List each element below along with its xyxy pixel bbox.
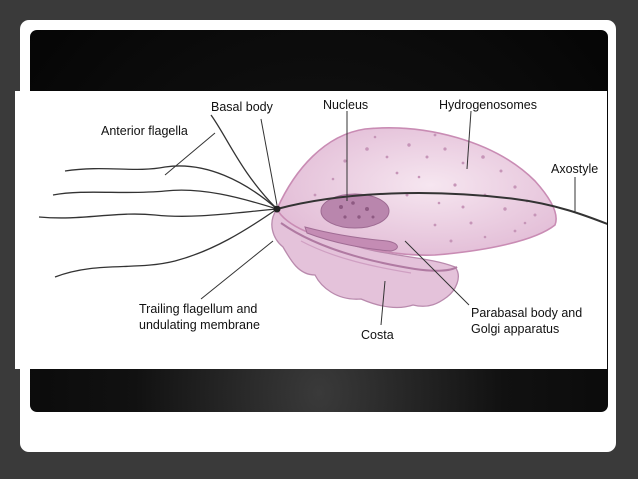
trichomonas-diagram: Basal body Nucleus Hydrogenosomes Anteri… bbox=[15, 91, 607, 369]
leader-lines bbox=[164, 110, 576, 326]
label-costa: Costa bbox=[361, 328, 394, 342]
basal-body bbox=[273, 205, 281, 213]
trailing-flagellum bbox=[54, 208, 278, 278]
label-basal-body: Basal body bbox=[211, 100, 274, 114]
label-parabasal-line1: Parabasal body and bbox=[471, 306, 582, 320]
label-axostyle: Axostyle bbox=[551, 162, 598, 176]
anterior-flagella bbox=[38, 114, 278, 219]
label-nucleus: Nucleus bbox=[323, 98, 368, 112]
label-parabasal-line2: Golgi apparatus bbox=[471, 322, 559, 336]
label-trailing-flagellum-line2: undulating membrane bbox=[139, 318, 260, 332]
axostyle bbox=[276, 192, 607, 225]
label-anterior-flagella: Anterior flagella bbox=[101, 124, 188, 138]
nucleus bbox=[320, 193, 390, 229]
label-trailing-flagellum-line1: Trailing flagellum and bbox=[139, 302, 257, 316]
parabasal-body bbox=[304, 226, 398, 252]
hydrogenosomes bbox=[313, 133, 537, 243]
label-hydrogenosomes: Hydrogenosomes bbox=[439, 98, 537, 112]
costa bbox=[280, 222, 458, 272]
diagram-canvas: Basal body Nucleus Hydrogenosomes Anteri… bbox=[38, 98, 607, 342]
